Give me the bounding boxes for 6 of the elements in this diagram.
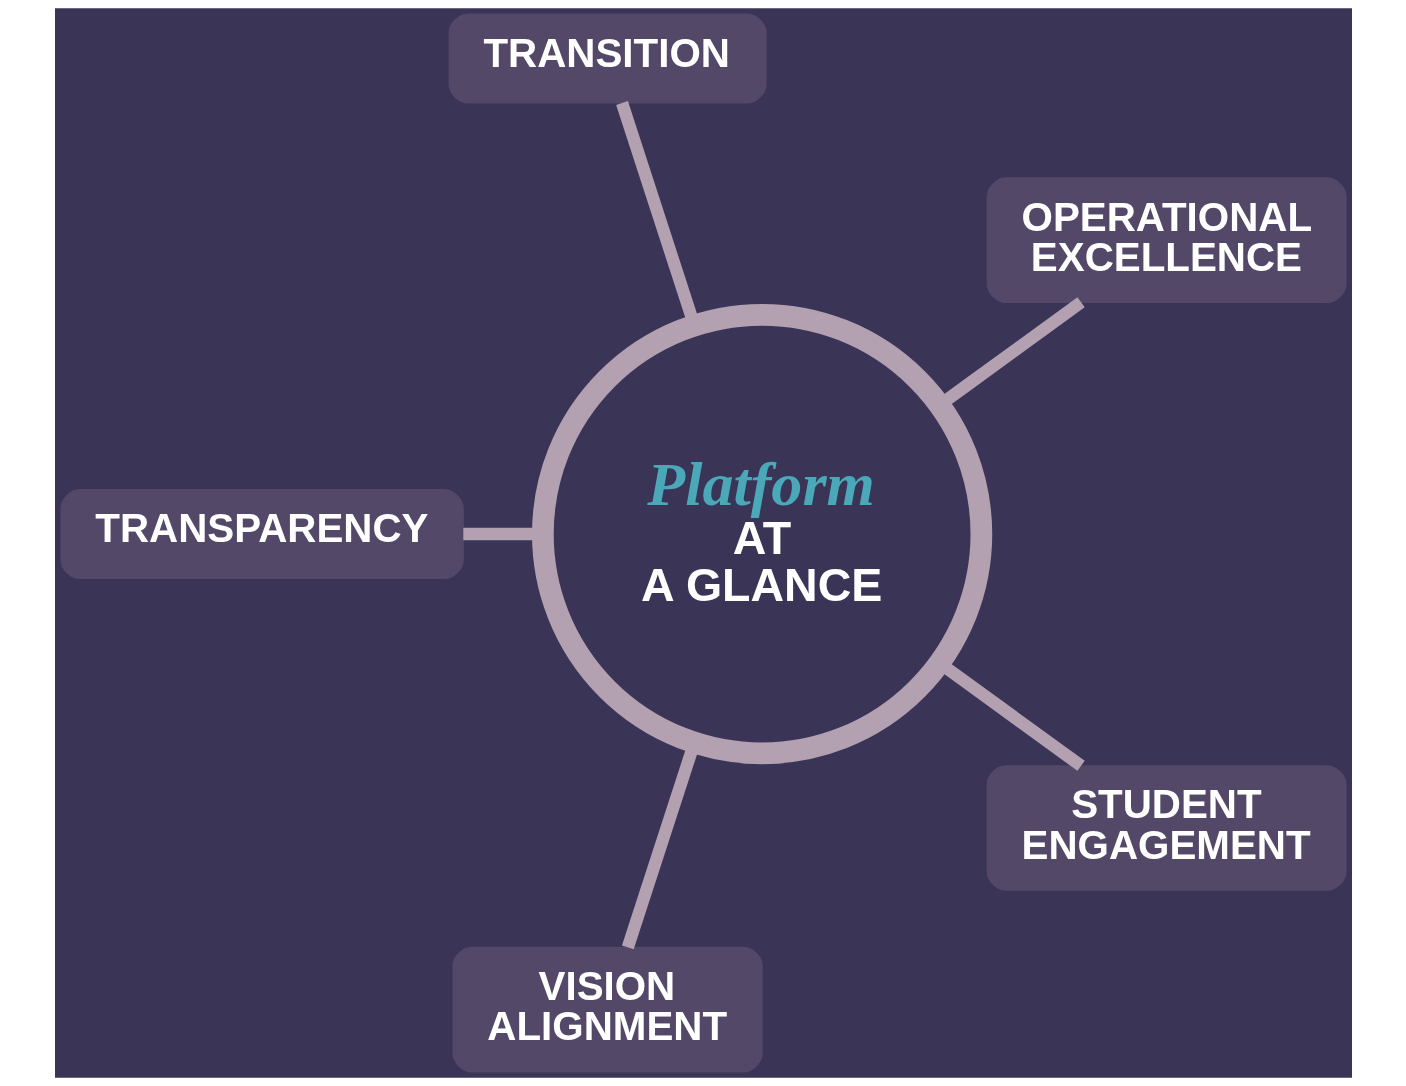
node-box: TRANSPARENCY (59, 489, 464, 580)
node-box: OPERATIONAL EXCELLENCE (986, 177, 1347, 303)
node-box: VISION ALIGNMENT (451, 946, 763, 1073)
node-circle: Platform AT A GLANCE (531, 303, 992, 765)
node-box: STUDENT ENGAGEMENT (986, 765, 1347, 891)
node-box: TRANSITION (448, 13, 767, 104)
